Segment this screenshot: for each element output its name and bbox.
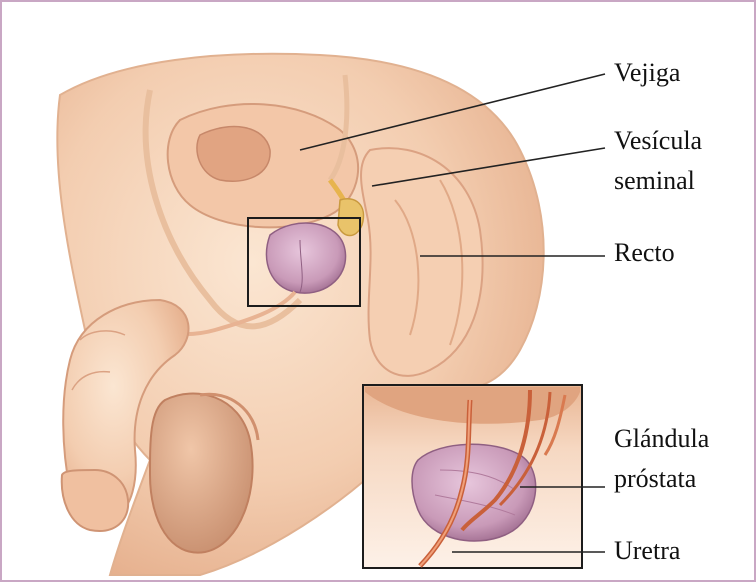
label-gland-line1: Glándula	[614, 424, 709, 454]
label-seminal-vesicle-line2: seminal	[614, 166, 695, 196]
label-gland-line2: próstata	[614, 464, 696, 494]
label-bladder: Vejiga	[614, 58, 680, 88]
bladder-inner	[197, 127, 270, 182]
label-urethra: Uretra	[614, 536, 680, 566]
prostate-organ	[266, 223, 345, 293]
label-seminal-vesicle-line1: Vesícula	[614, 126, 702, 156]
label-rectum: Recto	[614, 238, 675, 268]
inset-detail	[363, 385, 582, 568]
